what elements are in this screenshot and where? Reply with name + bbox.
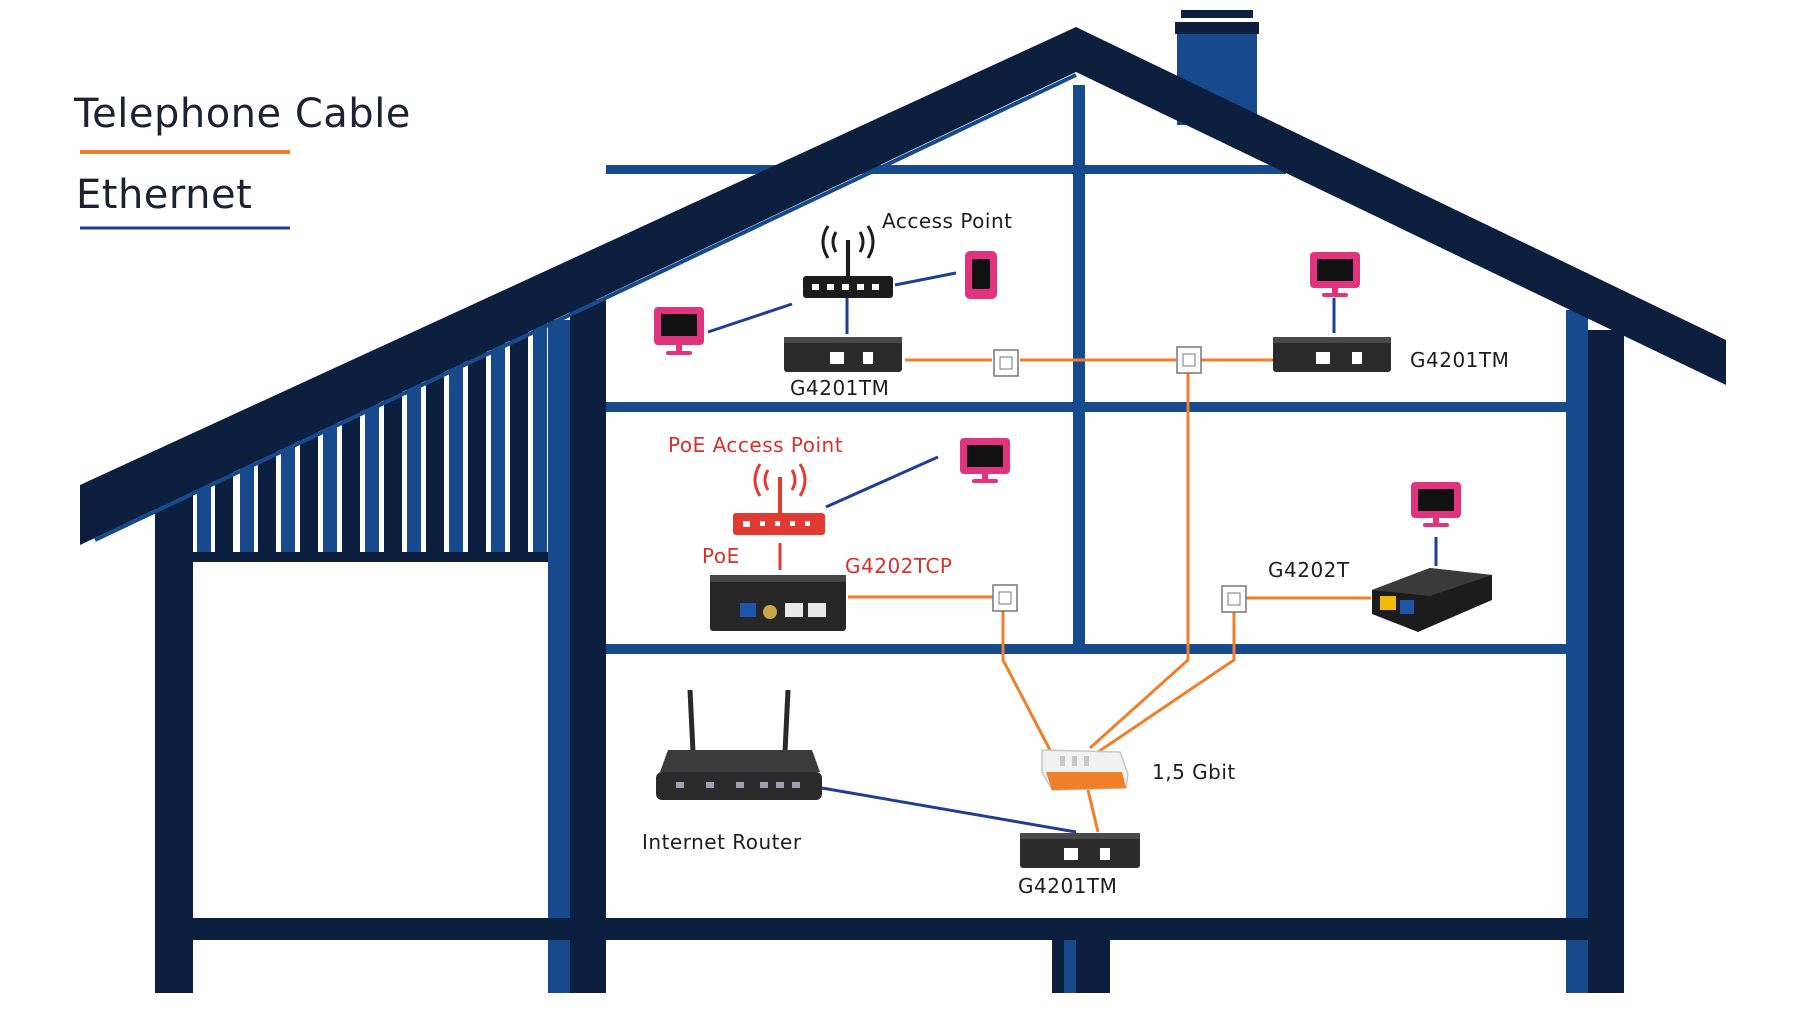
ethernet-cable-poe-ap-pc [825,455,939,509]
pc-upper-right[interactable] [1310,252,1360,297]
legend-label-ethernet: Ethernet [76,172,252,218]
wall-socket-middle-left[interactable] [992,584,1018,612]
extender-middle-left-label: G4202TCP [845,554,952,578]
extender-middle-right[interactable] [1372,568,1492,632]
upper-floor-beam [606,402,1566,412]
porch-slats [197,284,547,560]
right-outer-wall [1588,330,1624,993]
splitter-device[interactable] [1041,749,1129,791]
telephone-cables [848,358,1371,833]
left-outer-wall [155,480,193,993]
extender-ground[interactable] [1020,833,1140,868]
extender-middle-left[interactable] [710,575,846,631]
internet-router-device[interactable] [656,689,822,800]
attic-beam [606,165,1286,174]
center-foundation [1052,940,1110,993]
poe-injector-label: PoE [702,544,740,568]
wall-socket-middle-right[interactable] [1221,585,1247,613]
legend-label-telephone-cable: Telephone Cable [73,91,411,137]
extender-upper-left[interactable] [784,337,902,372]
extender-upper-right-label: G4201TM [1410,348,1509,372]
telephone-cable-splitter-to-modem [1086,789,1100,833]
left-inner-wall-blue [548,320,570,993]
access-point-label: Access Point [882,209,1012,233]
poe-access-point-device[interactable] [733,463,825,535]
left-inner-wall [570,300,606,993]
porch-beam [160,552,550,562]
middle-floor-beam [606,644,1566,654]
ethernet-cable-pc-upper-left [707,302,793,334]
telephone-cable-to-splitter-left [1001,610,1052,751]
legend: Telephone Cable Ethernet [73,91,411,230]
extender-ground-label: G4201TM [1018,874,1117,898]
right-wall-blue [1566,310,1588,993]
wall-socket-upper-left[interactable] [993,349,1019,377]
pc-middle-left[interactable] [960,438,1010,483]
extender-upper-right[interactable] [1273,337,1391,372]
poe-access-point-label: PoE Access Point [668,433,843,457]
telephone-cable-to-splitter-upper [1088,372,1190,750]
internet-router-label: Internet Router [642,830,802,854]
extender-middle-right-label: G4202T [1268,558,1350,582]
wall-socket-upper-center[interactable] [1176,346,1202,374]
telephone-cable-to-splitter-right [1097,612,1236,754]
ethernet-cable-tablet [894,271,957,287]
roof [80,27,1726,545]
house-structure [80,10,1726,993]
pc-middle-right[interactable] [1411,482,1461,527]
access-point-device[interactable] [803,225,893,298]
tablet-device[interactable] [965,251,997,299]
ethernet-cable-router-to-modem [821,786,1077,834]
chimney-cap [1175,22,1259,34]
center-post [1073,85,1085,645]
ground-beam [160,918,1620,940]
splitter-label: 1,5 Gbit [1152,760,1236,784]
extender-upper-left-label: G4201TM [790,376,889,400]
pc-upper-left[interactable] [654,307,704,355]
ethernet-cables [707,271,1438,834]
